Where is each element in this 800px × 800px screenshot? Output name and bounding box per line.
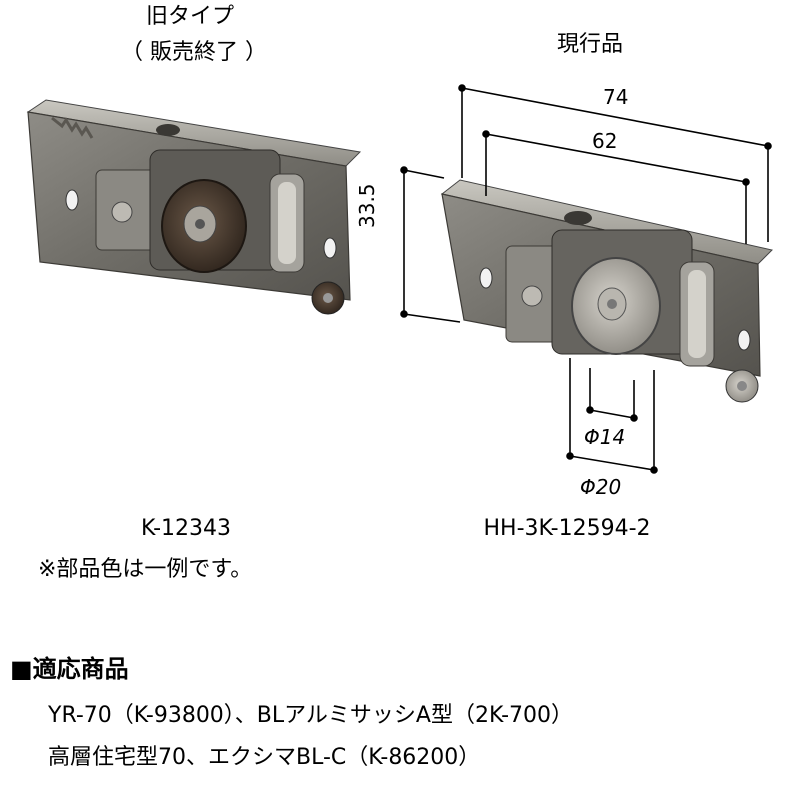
new-part-photo (440, 179, 773, 403)
applicable-heading: ■適応商品 (10, 655, 129, 683)
dim-height: 33.5 (355, 183, 379, 228)
color-note: ※部品色は一例です。 (38, 557, 253, 582)
old-part-photo (26, 99, 362, 315)
applicable-line-2: 高層住宅型70、エクシマBL-C（K-86200） (48, 745, 481, 770)
new-part-title: 現行品 (556, 32, 623, 57)
dim-inner-width: 62 (592, 129, 618, 153)
old-part-code: K-12343 (140, 516, 232, 541)
new-part-code: HH-3K-12594-2 (483, 516, 651, 541)
dim-overall-width: 74 (603, 85, 629, 109)
dim-wheel-outer: Φ20 (580, 475, 622, 499)
dimension-lines (400, 84, 772, 474)
dim-wheel-inner: Φ14 (584, 425, 626, 449)
applicable-line-1: YR-70（K-93800）、BLアルミサッシA型（2K-700） (48, 703, 574, 728)
old-part-subtitle: （ 販売終了 ） (121, 40, 267, 65)
old-part-title: 旧タイプ (145, 4, 234, 29)
